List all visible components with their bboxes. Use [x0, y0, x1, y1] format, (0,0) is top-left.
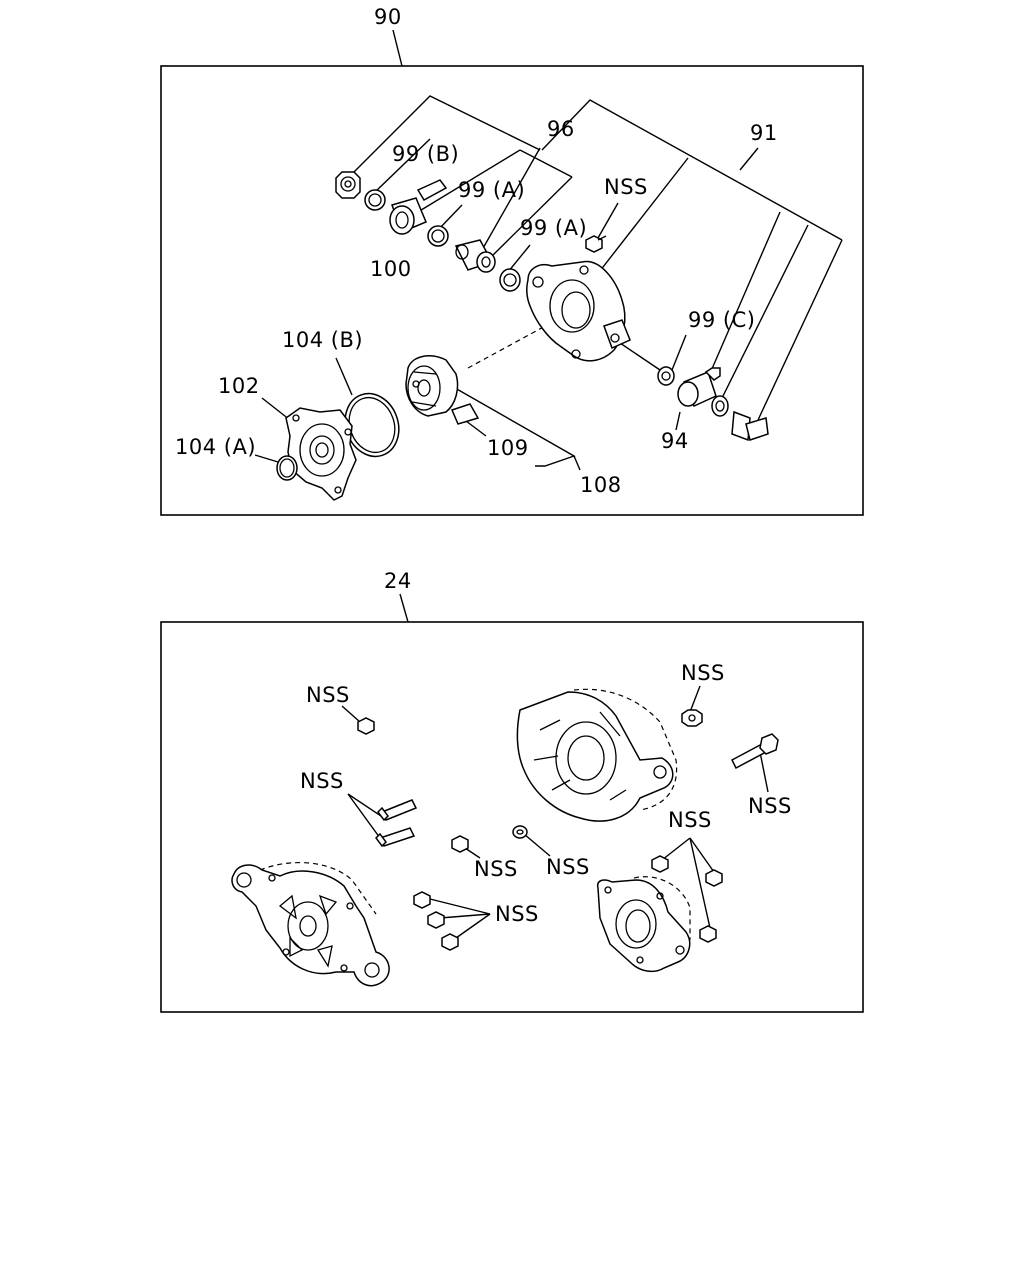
- part-109-vane: [450, 403, 480, 425]
- part-nss-long-bolt-right: [731, 733, 779, 770]
- part-108-rotor: [405, 355, 459, 417]
- label-94: 94: [661, 429, 689, 453]
- label-nss-small-screw: NSS: [474, 857, 518, 881]
- part-nss-screws-cluster-left: [413, 891, 459, 951]
- part-94-bushing: [677, 367, 721, 408]
- part-bolt-91: [731, 410, 769, 442]
- label-nss-long-bolt-right: NSS: [748, 794, 792, 818]
- part-endplate-lower-left: [231, 862, 390, 987]
- label-nss-washer: NSS: [546, 855, 590, 879]
- label-nss-nut-top-right: NSS: [681, 661, 725, 685]
- part-91-housing: [525, 260, 631, 362]
- lower-leader-lines: [341, 685, 769, 939]
- part-ring-99a-2: [499, 268, 521, 292]
- part-nss-small-screw: [451, 835, 469, 853]
- part-nss-screw: [585, 235, 607, 253]
- part-nss-washer: [512, 825, 528, 839]
- label-104b: 104 (B): [282, 328, 363, 352]
- part-100-bushing: [389, 179, 448, 235]
- part-nss-bolts-left: [375, 799, 418, 848]
- part-ring-94: [711, 395, 729, 417]
- label-104a: 104 (A): [175, 435, 256, 459]
- label-99b: 99 (B): [392, 142, 459, 166]
- assembly-24-label: 24: [384, 569, 412, 593]
- label-nss-screw-top-left: NSS: [306, 683, 350, 707]
- part-ring-99a-1: [427, 225, 449, 247]
- part-102-cover: [285, 407, 357, 501]
- part-nss-nut-top-right: [681, 709, 703, 727]
- part-nss-screw-top-left: [357, 717, 375, 735]
- label-nss-upper: NSS: [604, 175, 648, 199]
- part-ring-99c: [657, 366, 675, 386]
- assembly-24-leader: [399, 593, 409, 623]
- assembly-24-frame: [160, 621, 864, 1013]
- upper-assembly: 90 96 91 99 (B) 99 (A) NSS 99 (A) 100 99…: [160, 5, 864, 516]
- label-nss-screws-cluster-right: NSS: [668, 808, 712, 832]
- lower-assembly: 24 NSS NSS NSS NSS NSS NSS NSS NSS: [160, 569, 864, 1013]
- label-91: 91: [750, 121, 778, 145]
- label-109: 109: [487, 436, 529, 460]
- upper-leader-lines: [254, 95, 843, 471]
- assembly-90-leader: [392, 29, 403, 67]
- label-nss-screws-cluster-left: NSS: [495, 902, 539, 926]
- part-small-housing-lower-right: [596, 876, 691, 973]
- label-nss-bolts-left: NSS: [300, 769, 344, 793]
- label-102: 102: [218, 374, 260, 398]
- label-108: 108: [580, 473, 622, 497]
- part-99b-fitting: [335, 171, 361, 199]
- part-housing-upper-right: [516, 688, 678, 822]
- part-ring-1: [364, 189, 386, 211]
- label-99a-2: 99 (A): [520, 216, 587, 240]
- label-99a-1: 99 (A): [458, 178, 525, 202]
- label-99c: 99 (C): [688, 308, 755, 332]
- assembly-90-frame: [160, 65, 864, 516]
- part-nss-screws-cluster-right: [651, 855, 723, 943]
- label-100: 100: [370, 257, 412, 281]
- part-plug-fitting: [454, 239, 496, 273]
- assembly-90-label: 90: [374, 5, 402, 29]
